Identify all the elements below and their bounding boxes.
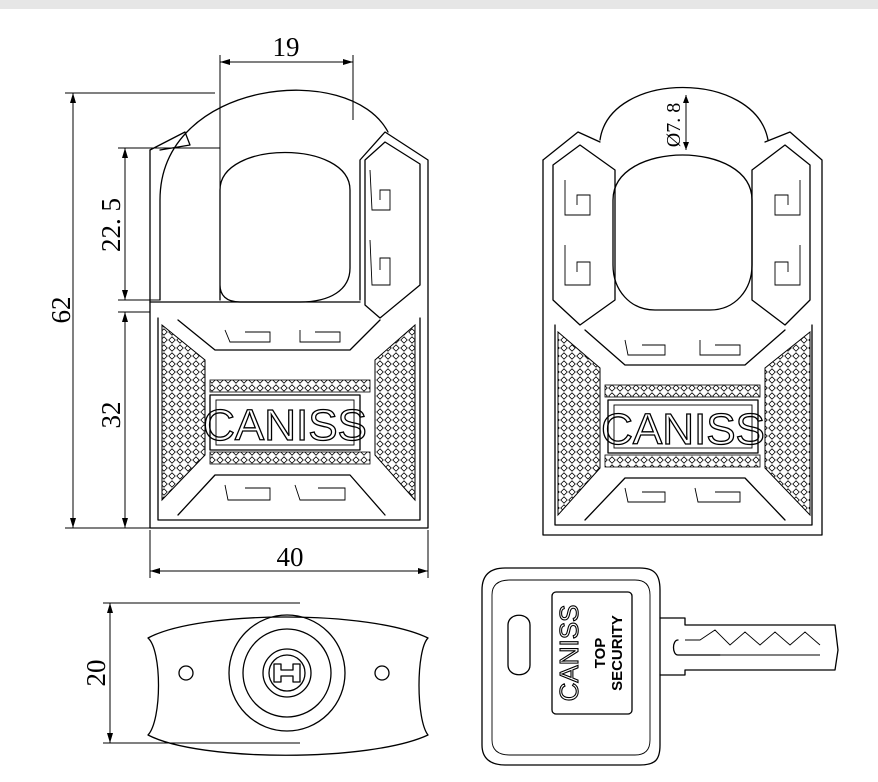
dim-shackle-clearance: 22. 5 xyxy=(96,198,126,252)
dim-body-depth: 20 xyxy=(81,660,111,687)
bottom-outline xyxy=(147,616,429,756)
dim-body-height: 32 xyxy=(96,402,126,429)
key: CANISS TOP SECURITY xyxy=(481,567,839,766)
top-bar xyxy=(0,0,878,9)
back-nameplate xyxy=(607,399,759,454)
diamond-field-left xyxy=(161,323,206,502)
back-body-outline xyxy=(542,131,823,536)
front-logo: CANISS xyxy=(203,401,367,450)
bottom-view: 20 xyxy=(81,602,429,756)
key-text-security: SECURITY xyxy=(609,615,626,691)
front-dimensions: 19 62 22. 5 32 40 xyxy=(46,32,429,578)
back-shackle-outer xyxy=(599,87,769,141)
back-diamond-left xyxy=(557,330,601,517)
front-view: CANISS xyxy=(149,89,429,529)
keyway xyxy=(273,663,301,683)
key-text-top: TOP xyxy=(592,638,609,669)
key-blade xyxy=(659,617,839,676)
dim-shackle-diameter: Ø7. 8 xyxy=(663,103,685,147)
dim-total-height: 62 xyxy=(46,297,76,324)
back-logo: CANISS xyxy=(601,405,765,454)
key-hole xyxy=(507,614,531,676)
diamond-field-right xyxy=(374,323,416,502)
dim-body-width: 40 xyxy=(277,542,304,572)
back-diamond-right xyxy=(764,330,811,517)
key-head-outline xyxy=(481,567,661,766)
back-view: CANISS Ø7. 8 xyxy=(542,87,823,536)
front-nameplate xyxy=(209,394,361,451)
shackle-outer-arc xyxy=(159,89,389,301)
shackle-inner-opening xyxy=(219,151,351,303)
back-shackle-opening xyxy=(612,154,753,311)
key-logo: CANISS xyxy=(554,605,584,702)
dim-shackle-width: 19 xyxy=(273,32,300,62)
